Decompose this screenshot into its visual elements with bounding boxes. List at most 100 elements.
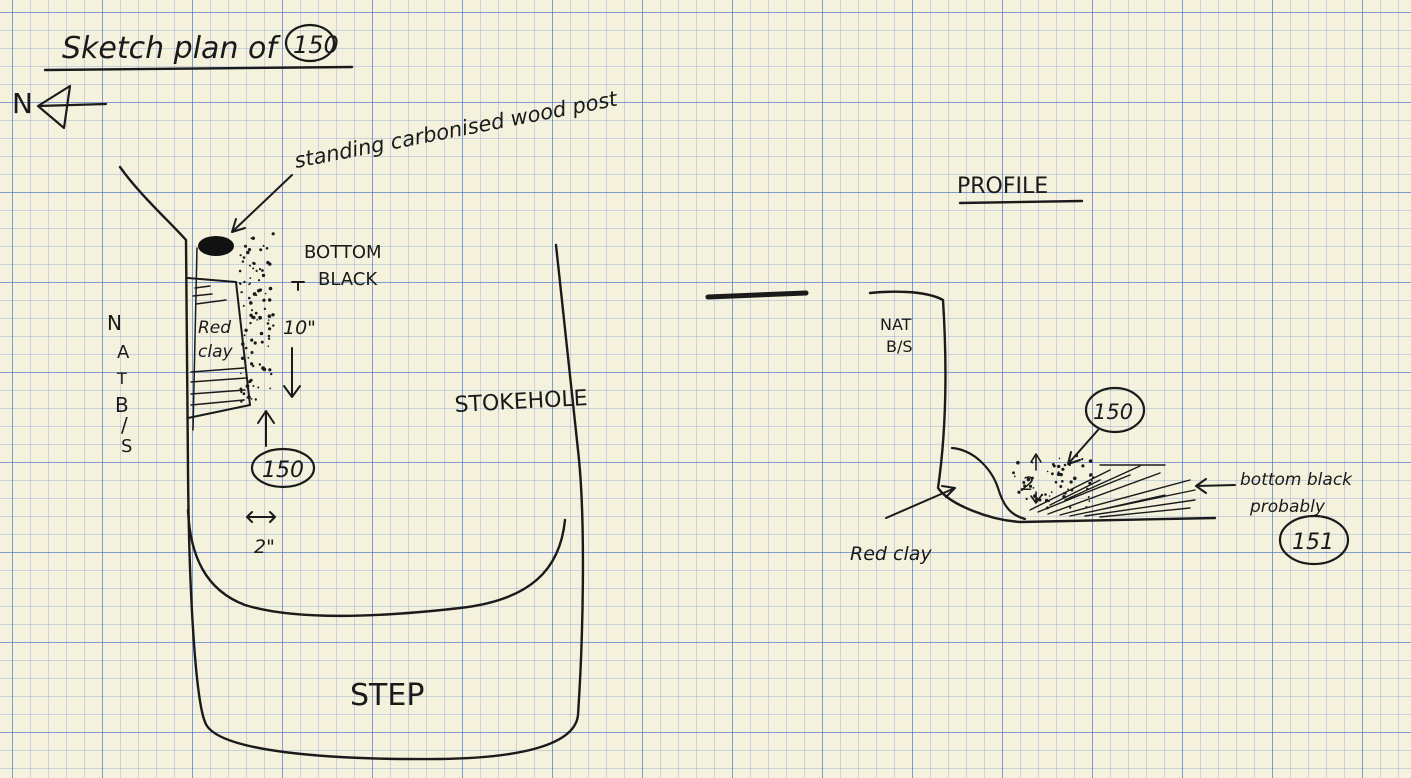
stipple-dot bbox=[1088, 500, 1091, 502]
stipple-dot bbox=[253, 341, 257, 345]
nat-letter-a: A bbox=[117, 342, 130, 363]
stipple-dot bbox=[1023, 484, 1026, 488]
stipple-dot bbox=[1044, 493, 1047, 496]
profile-bottom-black-arrow bbox=[1195, 478, 1236, 494]
stipple-dot bbox=[248, 283, 251, 286]
stipple-dot bbox=[239, 254, 242, 257]
profile-context-150-label: 150 bbox=[1093, 400, 1133, 424]
bottom-black-line2: BLACK bbox=[318, 269, 378, 290]
stipple-dot bbox=[262, 244, 265, 247]
stipple-dot bbox=[261, 269, 264, 272]
stipple-dot bbox=[1059, 472, 1063, 477]
stipple-dot bbox=[249, 282, 252, 284]
stipple-dot bbox=[1081, 458, 1084, 461]
stipple-dot bbox=[241, 260, 245, 263]
stipple-dot bbox=[1063, 463, 1067, 467]
stipple-dot bbox=[258, 315, 262, 320]
stipple-dot bbox=[1088, 459, 1093, 463]
bs-letter-s: S bbox=[121, 436, 132, 457]
stipple-dot bbox=[250, 351, 254, 354]
plan-outer-outline bbox=[118, 165, 585, 761]
stipple-dot bbox=[249, 277, 252, 279]
stipple-dot bbox=[244, 346, 248, 350]
stipple-dot bbox=[1073, 476, 1077, 481]
stipple-dot bbox=[252, 385, 255, 387]
stipple-dot bbox=[1089, 474, 1092, 477]
red-clay-label-line2: clay bbox=[198, 342, 233, 362]
stipple-dot bbox=[1026, 477, 1031, 482]
stipple-dot bbox=[1051, 463, 1055, 466]
stipple-dot bbox=[255, 294, 258, 297]
plan-title-circle bbox=[284, 23, 336, 63]
stipple-dot bbox=[271, 232, 275, 236]
stipple-dot bbox=[247, 248, 252, 252]
stipple-dot bbox=[257, 386, 260, 389]
stipple-dot bbox=[1061, 467, 1065, 471]
profile-title: PROFILE bbox=[957, 174, 1048, 199]
profile-deposit-stipple bbox=[1012, 454, 1095, 510]
north-arrow-icon bbox=[36, 84, 108, 130]
post-arrow bbox=[231, 174, 293, 233]
depth-label: 10" bbox=[283, 317, 316, 339]
stipple-dot bbox=[1051, 472, 1054, 476]
depth-arrow-down bbox=[283, 347, 301, 398]
stipple-dot bbox=[242, 304, 245, 307]
stipple-dot bbox=[1054, 480, 1058, 484]
stipple-dot bbox=[268, 286, 273, 291]
stipple-dot bbox=[268, 298, 272, 302]
stipple-dot bbox=[1059, 485, 1063, 488]
stipple-dot bbox=[250, 309, 254, 312]
stipple-dot bbox=[249, 301, 253, 305]
bottom-black-hatching bbox=[1029, 464, 1196, 518]
bottom-black-stipple bbox=[238, 232, 275, 403]
context-150-circle bbox=[250, 447, 316, 489]
stipple-dot bbox=[240, 372, 242, 375]
profile-context-151-circle bbox=[1278, 514, 1350, 566]
stipple-dot bbox=[262, 298, 266, 302]
stipple-dot bbox=[266, 260, 270, 265]
stipple-dot bbox=[1048, 495, 1051, 497]
stipple-dot bbox=[242, 256, 246, 259]
stipple-dot bbox=[1067, 488, 1069, 491]
stipple-dot bbox=[252, 267, 255, 270]
stipple-dot bbox=[243, 280, 246, 284]
width-arrow bbox=[246, 511, 276, 523]
stipple-dot bbox=[1031, 476, 1034, 480]
stipple-dot bbox=[259, 331, 264, 336]
profile-red-clay-lens bbox=[950, 446, 1027, 521]
post-label: standing carbonised wood post bbox=[292, 87, 620, 173]
stipple-dot bbox=[254, 398, 257, 401]
stipple-dot bbox=[267, 337, 271, 340]
stipple-dot bbox=[252, 315, 256, 320]
stipple-dot bbox=[266, 322, 270, 325]
stipple-dot bbox=[242, 392, 246, 396]
stipple-dot bbox=[238, 282, 242, 285]
stipple-dot bbox=[271, 313, 275, 317]
stipple-dot bbox=[268, 368, 272, 372]
red-clay-label-line1: Red bbox=[198, 318, 231, 338]
profile-context-151-label: 151 bbox=[1292, 530, 1334, 555]
stipple-dot bbox=[249, 321, 252, 325]
stipple-dot bbox=[264, 292, 267, 295]
stipple-dot bbox=[267, 345, 270, 348]
stipple-dot bbox=[1081, 464, 1085, 468]
profile-outline bbox=[868, 290, 1217, 524]
stipple-dot bbox=[243, 334, 246, 337]
nat-letter-t: T bbox=[116, 369, 127, 388]
stipple-dot bbox=[1061, 480, 1064, 483]
stipple-dot bbox=[245, 384, 250, 388]
stipple-dot bbox=[1087, 496, 1090, 498]
bs-slash: / bbox=[121, 413, 128, 437]
stipple-dot bbox=[1020, 488, 1024, 491]
red-clay-label: Red clay bbox=[198, 318, 236, 362]
profile-height-arrows bbox=[1030, 453, 1042, 504]
profile-150-arrow bbox=[1067, 429, 1099, 465]
context-150-label: 150 bbox=[262, 458, 304, 483]
stipple-dot bbox=[1046, 470, 1049, 473]
stipple-dot bbox=[1032, 487, 1035, 489]
stipple-dot bbox=[263, 307, 267, 311]
nat-bs-label: N A T B / S bbox=[107, 311, 132, 457]
stipple-dot bbox=[252, 364, 255, 368]
